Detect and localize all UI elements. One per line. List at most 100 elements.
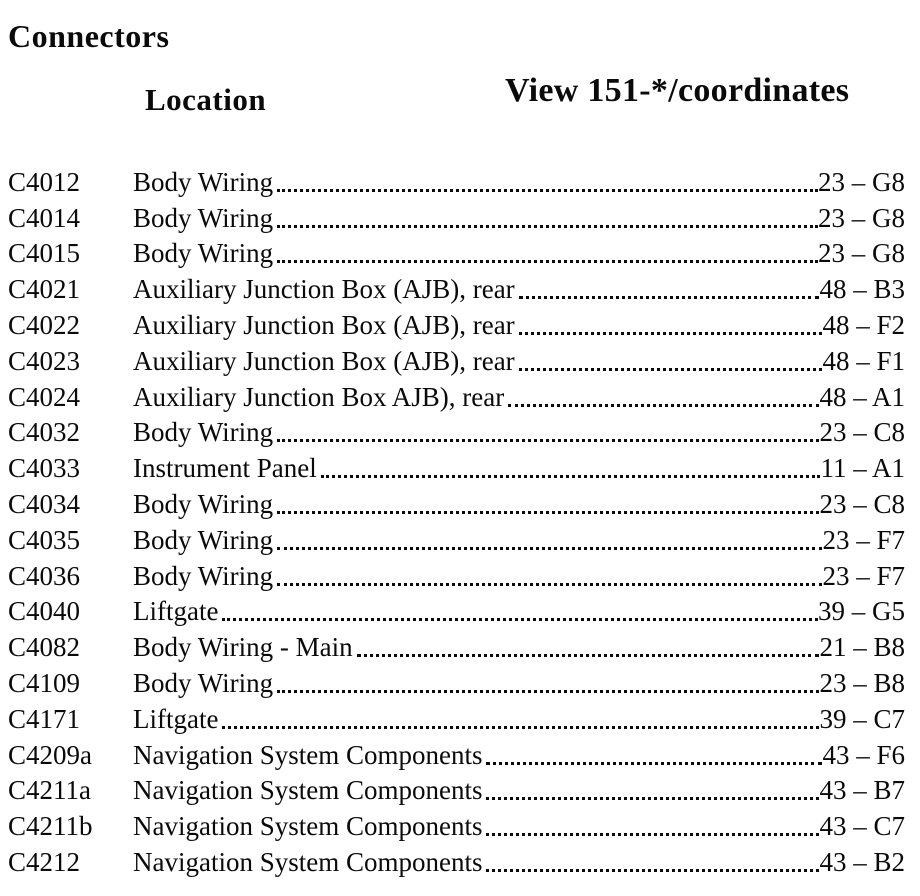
connector-id: C4209a [8,739,92,770]
connector-id: C4014 [8,202,81,233]
table-row: C4082 Body Wiring - Main 21 – B8 [8,628,905,664]
connector-id: C4022 [8,309,81,340]
connector-location: Body Wiring [133,202,274,233]
table-row: C4171 Liftgate 39 – C7 [8,700,905,736]
connector-id: C4021 [8,274,81,305]
connector-table: C4012 Body Wiring 23 – G8 C4014 Body Wir… [8,163,905,879]
connector-id: C4024 [8,381,81,412]
connector-coordinate: 43 – C7 [819,811,905,842]
connector-id: C4032 [8,417,81,448]
table-row: C4012 Body Wiring 23 – G8 [8,163,905,199]
table-row: C4022 Auxiliary Junction Box (AJB), rear… [8,306,905,342]
table-row: C4035 Body Wiring 23 – F7 [8,521,905,557]
dot-leader [277,224,818,228]
connector-location: Navigation System Components [133,846,483,877]
connector-id: C4040 [8,596,81,627]
connector-id: C4171 [8,703,81,734]
connector-location: Body Wiring [133,524,274,555]
connector-coordinate: 23 – B8 [819,667,905,698]
table-row: C4211b Navigation System Components 43 –… [8,807,905,843]
connector-id: C4082 [8,632,81,663]
connector-coordinate: 11 – A1 [820,453,905,484]
connector-id: C4109 [8,667,81,698]
table-row: C4032 Body Wiring 23 – C8 [8,414,905,450]
table-row: C4211a Navigation System Components 43 –… [8,772,905,808]
connector-id: C4015 [8,238,81,269]
connector-coordinate: 48 – A1 [819,381,905,412]
table-row: C4212 Navigation System Components 43 – … [8,843,905,879]
table-row: C4040 Liftgate 39 – G5 [8,593,905,629]
connector-coordinate: 23 – G8 [818,202,905,233]
table-row: C4021 Auxiliary Junction Box (AJB), rear… [8,270,905,306]
dot-leader [486,868,820,872]
connector-location: Body Wiring [133,667,274,698]
dot-leader [320,475,821,479]
connector-location: Liftgate [133,596,219,627]
connector-coordinate: 21 – B8 [819,632,905,663]
connector-coordinate: 23 – F7 [822,560,905,591]
connector-id: C4211b [8,811,93,842]
table-row: C4036 Body Wiring 23 – F7 [8,557,905,593]
connector-coordinate: 23 – G8 [818,166,905,197]
connector-location: Body Wiring - Main [133,632,353,663]
dot-leader [277,546,823,550]
connector-location: Auxiliary Junction Box AJB), rear [133,381,505,412]
connector-coordinate: 23 – F7 [822,524,905,555]
dot-leader [356,654,820,658]
dot-leader [486,761,823,765]
connector-coordinate: 39 – G5 [818,596,905,627]
column-header-location: Location [145,82,267,117]
dot-leader [222,725,820,729]
table-row: C4024 Auxiliary Junction Box AJB), rear … [8,378,905,414]
connector-coordinate: 48 – B3 [819,274,905,305]
connector-coordinate: 23 – C8 [819,488,905,519]
connector-coordinate: 39 – C7 [819,703,905,734]
connector-location: Navigation System Components [133,775,483,806]
connector-location: Body Wiring [133,417,274,448]
connector-id: C4212 [8,846,81,877]
connector-id: C4034 [8,488,81,519]
connector-location: Body Wiring [133,560,274,591]
table-row: C4014 Body Wiring 23 – G8 [8,199,905,235]
dot-leader [518,331,823,335]
connector-id: C4211a [8,775,91,806]
dot-leader [277,260,818,264]
connector-coordinate: 43 – B2 [819,846,905,877]
connector-location: Body Wiring [133,488,274,519]
connector-coordinate: 23 – G8 [818,238,905,269]
connector-location: Auxiliary Junction Box (AJB), rear [133,309,515,340]
table-row: C4023 Auxiliary Junction Box (AJB), rear… [8,342,905,378]
connector-id: C4033 [8,453,81,484]
connector-location: Auxiliary Junction Box (AJB), rear [133,274,515,305]
connector-location: Liftgate [133,703,219,734]
connector-location: Body Wiring [133,166,274,197]
dot-leader [277,582,823,586]
dot-leader [518,367,823,371]
dot-leader [518,296,820,300]
connector-id: C4023 [8,345,81,376]
connector-coordinate: 43 – F6 [822,739,905,770]
dot-leader [508,403,820,407]
table-row: C4034 Body Wiring 23 – C8 [8,485,905,521]
table-row: C4033 Instrument Panel 11 – A1 [8,449,905,485]
connector-location: Navigation System Components [133,811,483,842]
connector-id: C4012 [8,166,81,197]
connector-id: C4035 [8,524,81,555]
connector-location: Body Wiring [133,238,274,269]
column-header-view-coordinates: View 151-*/coordinates [505,72,850,109]
connector-coordinate: 23 – C8 [819,417,905,448]
dot-leader [486,833,820,837]
connector-coordinate: 43 – B7 [819,775,905,806]
connector-location: Auxiliary Junction Box (AJB), rear [133,345,515,376]
page-title: Connectors [8,18,170,54]
dot-leader [486,797,820,801]
connector-coordinate: 48 – F2 [822,309,905,340]
connector-location: Navigation System Components [133,739,483,770]
dot-leader [222,618,818,622]
connector-id: C4036 [8,560,81,591]
connector-coordinate: 48 – F1 [822,345,905,376]
dot-leader [277,510,820,514]
connector-location: Instrument Panel [133,453,317,484]
table-row: C4109 Body Wiring 23 – B8 [8,664,905,700]
